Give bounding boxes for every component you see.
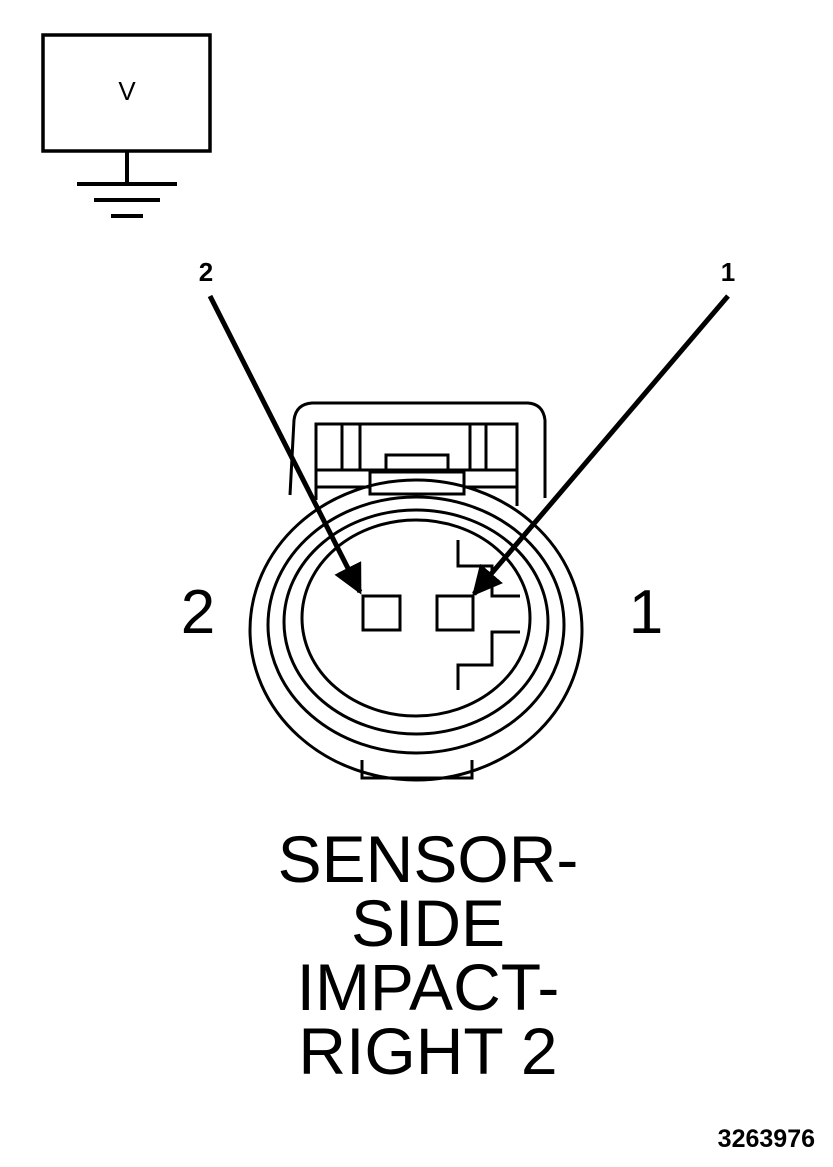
callout-right-number: 1 — [721, 257, 735, 287]
terminal-1 — [435, 594, 475, 632]
arrow-to-terminal-2 — [207, 294, 363, 595]
title-line-1: SENSOR- — [278, 822, 579, 896]
figure-id: 3263976 — [718, 1125, 815, 1153]
pin-right-number: 1 — [629, 578, 663, 647]
pin-left-number: 2 — [181, 578, 215, 647]
connector-icon — [248, 401, 584, 782]
ground-symbol-icon — [77, 151, 177, 218]
title-line-3: IMPACT- — [297, 950, 560, 1024]
title-line-2: SIDE — [351, 886, 505, 960]
voltmeter-icon: V — [41, 33, 212, 153]
callout-left-number: 2 — [199, 257, 213, 287]
arrow-icon — [207, 294, 730, 597]
connector-title: SENSOR- SIDE IMPACT- RIGHT 2 — [278, 822, 579, 1088]
title-line-4: RIGHT 2 — [298, 1014, 557, 1088]
terminal-2 — [361, 594, 402, 632]
arrow-to-terminal-1 — [472, 294, 730, 597]
voltmeter-label: V — [118, 76, 136, 106]
